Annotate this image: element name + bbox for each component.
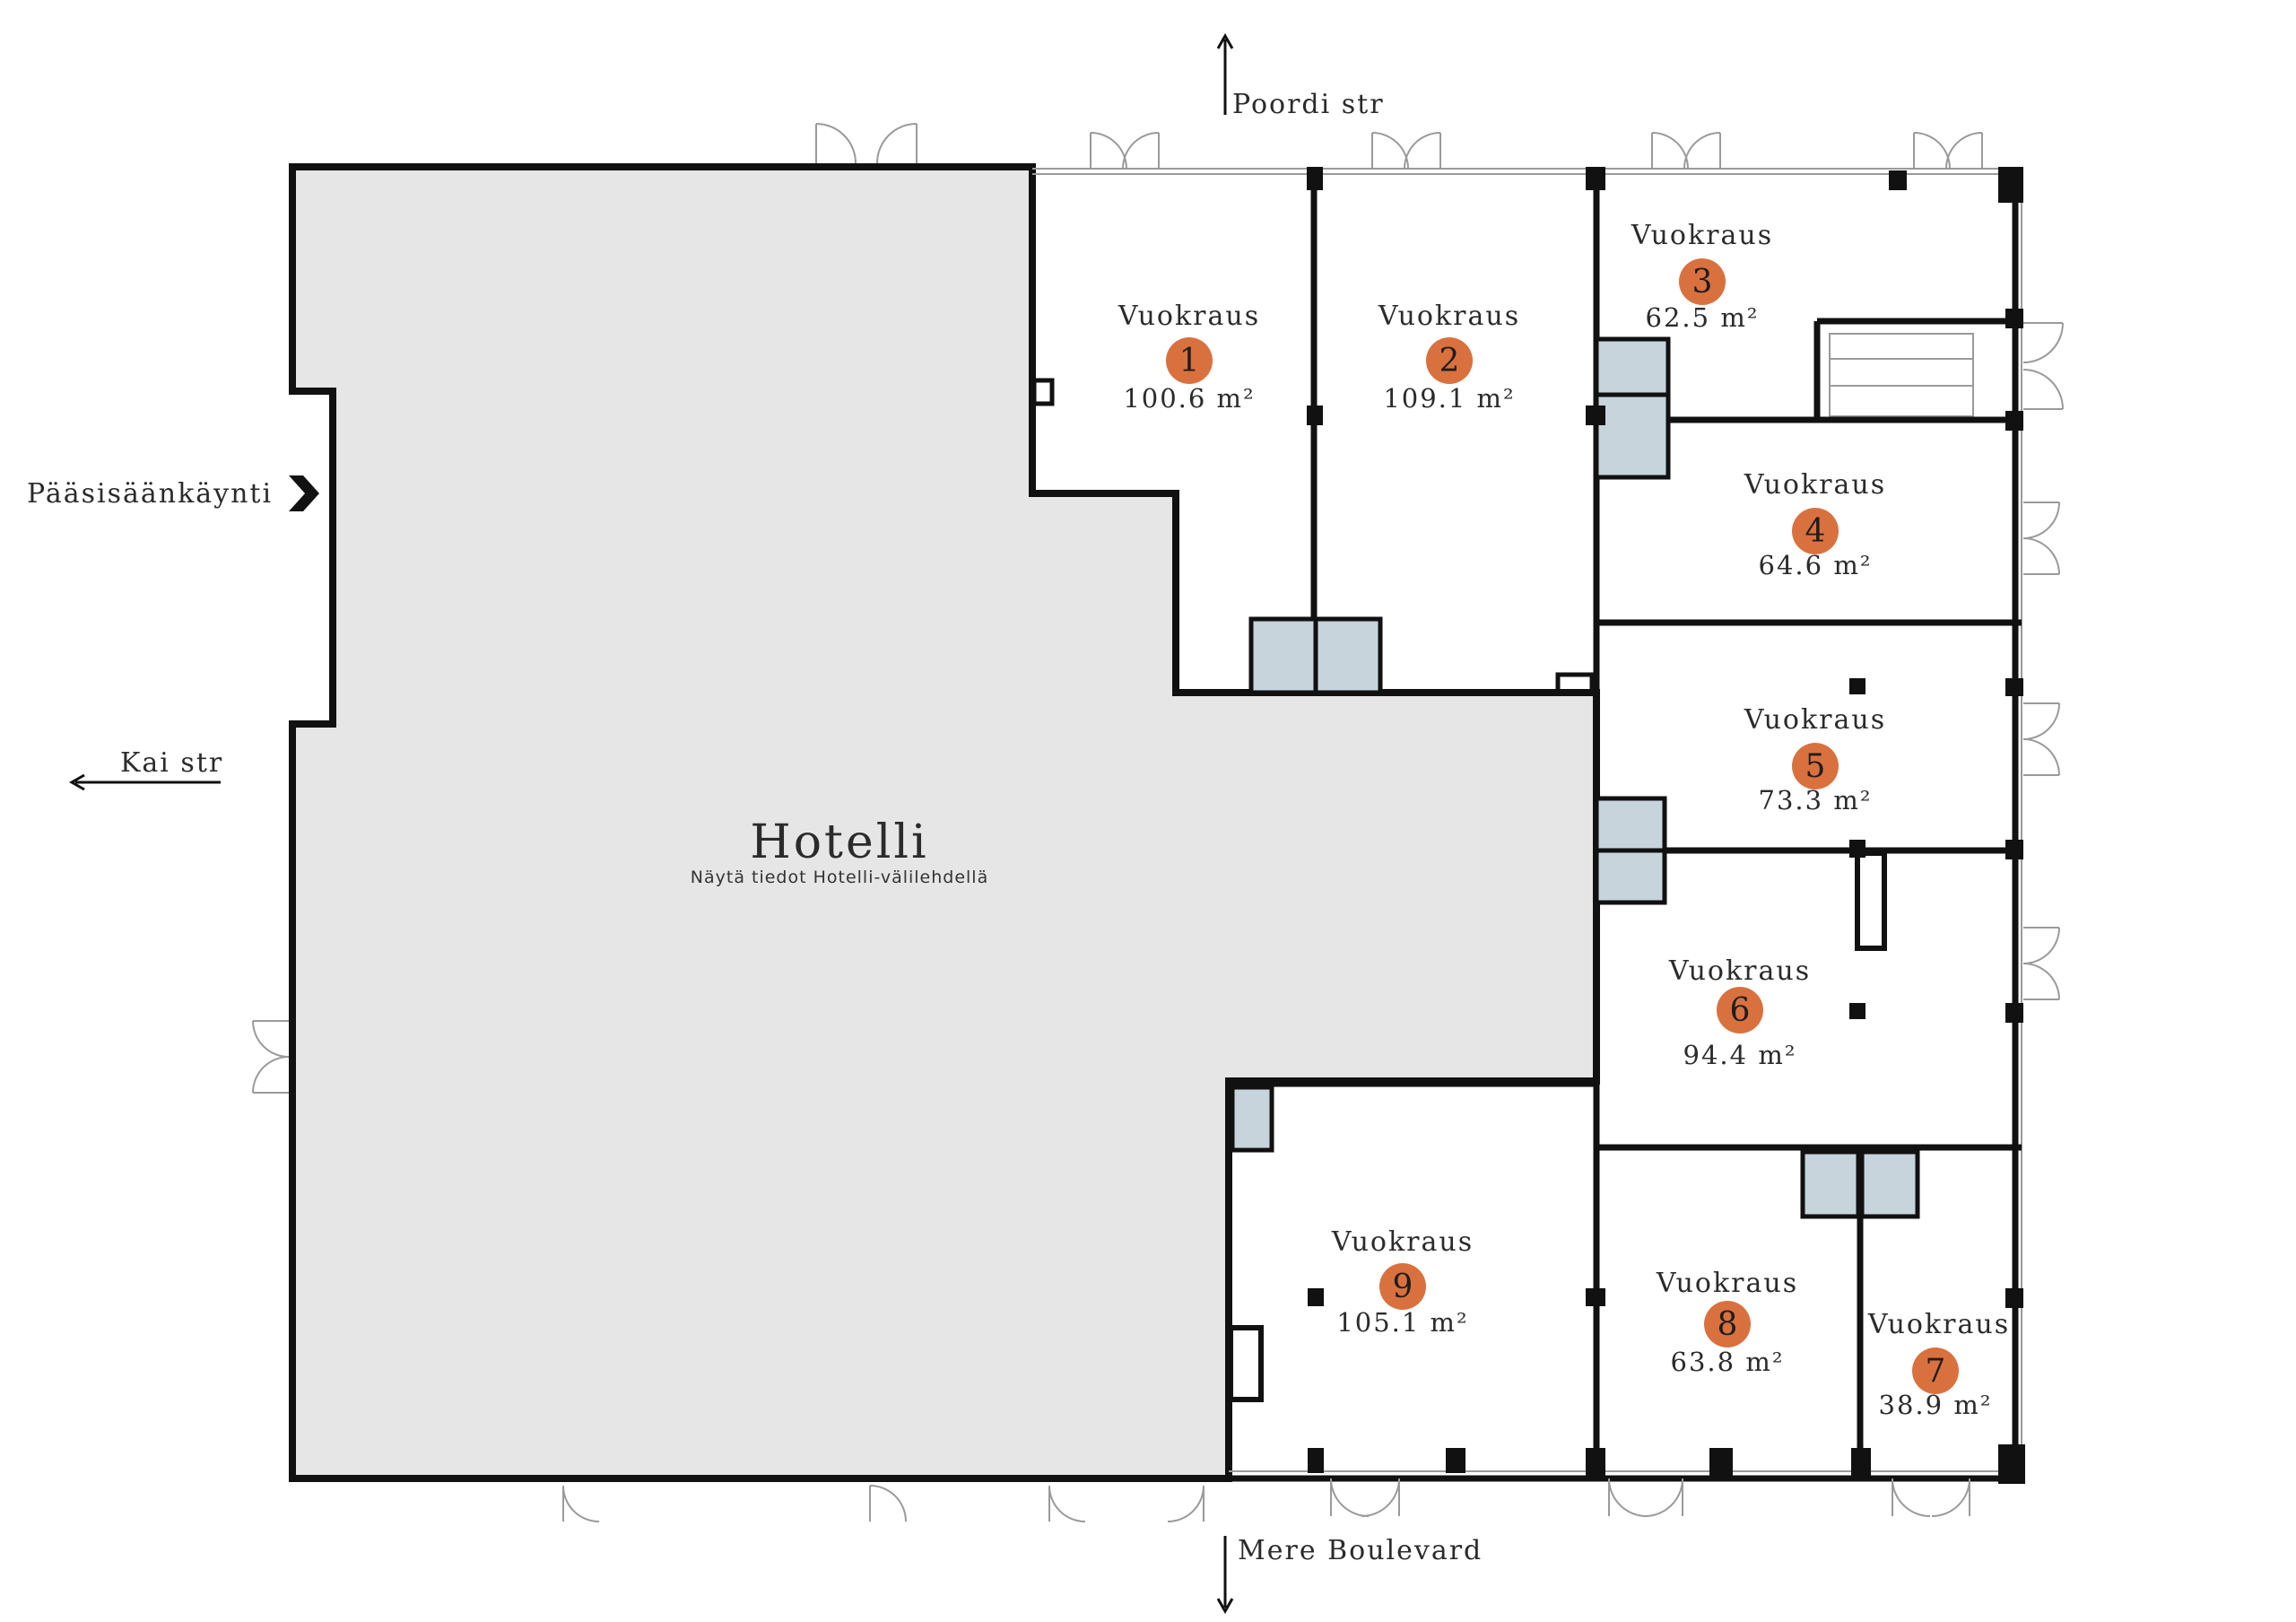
unit-badge — [1166, 337, 1213, 384]
unit-number: 7 — [1926, 1353, 1946, 1390]
north-arrow — [1216, 32, 1234, 115]
unit-area: 109.1 m² — [1383, 383, 1515, 414]
unit-number: 1 — [1179, 343, 1200, 379]
unit-area: 62.5 m² — [1646, 302, 1760, 333]
unit-label: Vuokraus — [1656, 1268, 1798, 1299]
unit-number: 5 — [1805, 748, 1826, 785]
street-north: Poordi str — [1232, 89, 1385, 120]
unit-badge — [1912, 1347, 1959, 1394]
unit-badge — [1379, 1263, 1426, 1310]
unit-1[interactable]: Vuokraus 1 100.6 m² — [1118, 301, 1260, 414]
unit-8[interactable]: Vuokraus 8 63.8 m² — [1656, 1268, 1798, 1377]
unit-area: 63.8 m² — [1671, 1347, 1785, 1377]
wc-blocks — [1230, 336, 1920, 1219]
hotel-title: Hotelli — [750, 815, 928, 869]
unit-4[interactable]: Vuokraus 4 64.6 m² — [1744, 469, 1886, 580]
unit-number: 8 — [1718, 1306, 1738, 1343]
unit-number: 6 — [1730, 992, 1751, 1029]
south-arrow — [1216, 1536, 1234, 1615]
building-walls — [1031, 167, 2022, 1482]
unit-number: 3 — [1692, 264, 1713, 301]
main-entrance-label: Pääsisäänkäynti — [27, 478, 273, 510]
street-west: Kai str — [120, 747, 223, 779]
doors — [252, 123, 2064, 1522]
west-arrow — [68, 773, 221, 791]
unit-badge — [1792, 508, 1839, 554]
unit-number: 9 — [1393, 1269, 1413, 1305]
unit-7[interactable]: Vuokraus 7 38.9 m² — [1867, 1309, 2010, 1420]
unit-number: 4 — [1805, 513, 1826, 550]
pillars — [1307, 167, 2025, 1484]
unit-badge — [1679, 258, 1726, 305]
unit-label: Vuokraus — [1118, 301, 1260, 332]
unit-label: Vuokraus — [1378, 301, 1520, 332]
unit-badge — [1717, 987, 1763, 1033]
unit-area: 64.6 m² — [1759, 550, 1873, 580]
unit-area: 38.9 m² — [1879, 1390, 1993, 1420]
unit-2[interactable]: Vuokraus 2 109.1 m² — [1378, 301, 1520, 414]
unit-6[interactable]: Vuokraus 6 94.4 m² — [1668, 955, 1811, 1070]
unit-3[interactable]: Vuokraus 3 62.5 m² — [1631, 220, 1773, 333]
unit-area: 105.1 m² — [1336, 1307, 1468, 1338]
unit-label: Vuokraus — [1668, 955, 1811, 987]
unit-number: 2 — [1439, 343, 1460, 379]
unit-area: 100.6 m² — [1123, 383, 1255, 414]
unit-label: Vuokraus — [1744, 704, 1886, 736]
unit-label: Vuokraus — [1331, 1226, 1474, 1258]
unit-area: 94.4 m² — [1683, 1040, 1797, 1070]
unit-badge — [1426, 337, 1473, 384]
unit-area: 73.3 m² — [1759, 785, 1873, 815]
hotel-subtitle: Näytä tiedot Hotelli-välilehdellä — [691, 868, 988, 887]
unit-label: Vuokraus — [1631, 220, 1773, 251]
unit-5[interactable]: Vuokraus 5 73.3 m² — [1744, 704, 1886, 815]
entrance-chevron-icon — [289, 475, 319, 511]
unit-badge — [1704, 1301, 1751, 1347]
street-south: Mere Boulevard — [1238, 1535, 1483, 1566]
unit-label: Vuokraus — [1867, 1309, 2010, 1340]
unit-badge — [1792, 743, 1839, 789]
unit-label: Vuokraus — [1744, 469, 1886, 501]
unit-9[interactable]: Vuokraus 9 105.1 m² — [1331, 1226, 1474, 1338]
